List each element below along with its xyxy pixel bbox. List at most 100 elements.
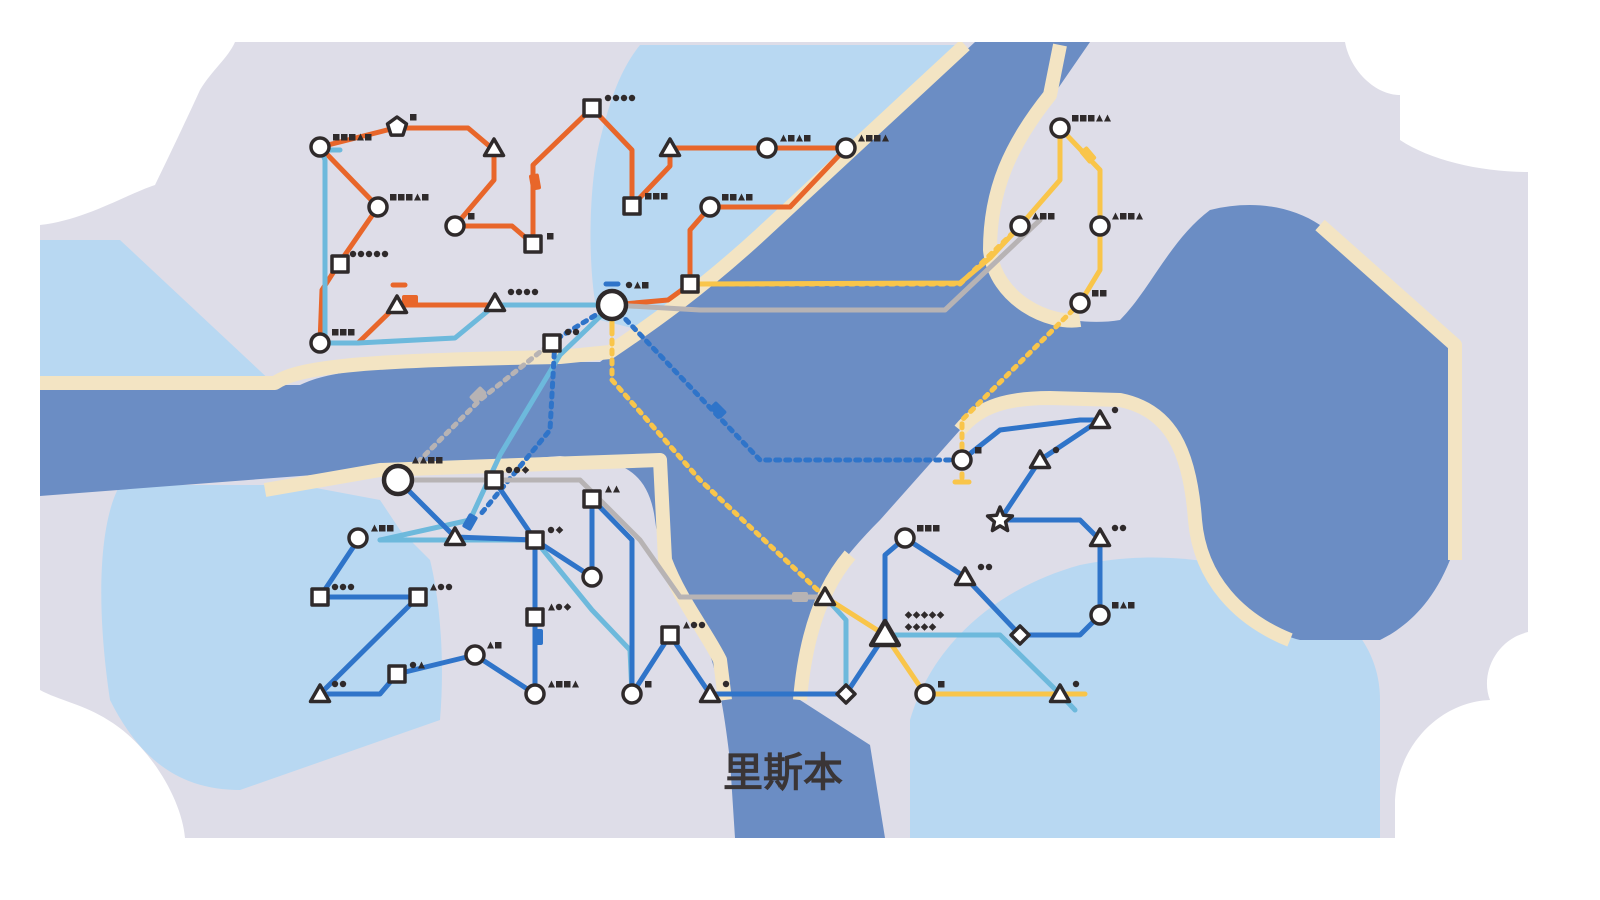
square-station[interactable] (525, 607, 545, 627)
triangle-station[interactable] (483, 292, 507, 313)
passenger-marker (1032, 212, 1039, 220)
blue-line-segment[interactable] (491, 417, 1103, 697)
circle-station[interactable] (1069, 292, 1091, 314)
passenger-marker (1112, 602, 1119, 609)
square-station[interactable] (660, 625, 680, 645)
stations[interactable] (308, 98, 1112, 705)
circle-station[interactable] (444, 215, 466, 237)
passenger-marker (1104, 114, 1111, 122)
square-station[interactable] (582, 98, 602, 118)
circle-station[interactable] (1089, 604, 1111, 626)
circle-station[interactable] (381, 463, 415, 497)
passenger-marker (698, 621, 706, 629)
passenger-marker (1128, 213, 1135, 220)
passenger-marker (904, 623, 913, 631)
passenger-marker (357, 250, 365, 258)
circle-station[interactable] (699, 196, 721, 218)
passenger-marker (796, 134, 803, 142)
triangle-station[interactable] (953, 566, 977, 587)
circle-station[interactable] (1089, 215, 1111, 237)
circle-station[interactable] (835, 137, 857, 159)
circle-station[interactable] (914, 683, 936, 705)
blue-line-segment[interactable] (317, 537, 538, 697)
passenger-marker (523, 288, 531, 296)
passenger-marker (858, 134, 865, 142)
circle-station[interactable] (309, 332, 331, 354)
passenger-marker (373, 250, 381, 258)
square-station[interactable] (310, 587, 330, 607)
train[interactable] (462, 513, 479, 532)
pentagon-station[interactable] (385, 115, 409, 137)
triangle-station[interactable] (658, 137, 682, 158)
circle-station[interactable] (524, 683, 546, 705)
circle-station[interactable] (1049, 117, 1071, 139)
diamond-station[interactable] (835, 683, 857, 705)
train[interactable] (469, 386, 487, 404)
passenger-marker (642, 282, 649, 289)
passenger-marker (933, 525, 940, 532)
circle-station[interactable] (621, 683, 643, 705)
circle-station[interactable] (581, 566, 603, 588)
circle-station[interactable] (347, 527, 369, 549)
passenger-marker (1111, 406, 1119, 414)
triangle-station[interactable] (1088, 527, 1112, 548)
triangle-station[interactable] (1048, 683, 1072, 704)
circle-station[interactable] (756, 137, 778, 159)
passenger-marker (420, 456, 427, 464)
passenger-marker (1092, 290, 1099, 297)
square-station[interactable] (525, 530, 545, 550)
square-station[interactable] (408, 587, 428, 607)
triangle-station[interactable] (1088, 409, 1112, 430)
triangle-station[interactable] (308, 683, 332, 704)
diamond-station[interactable] (1009, 624, 1031, 646)
triangle-station[interactable] (813, 586, 837, 607)
triangle-station[interactable] (1028, 449, 1052, 470)
passenger-marker (738, 193, 745, 201)
square-station[interactable] (387, 664, 407, 684)
circle-station[interactable] (367, 196, 389, 218)
gray-line-segment[interactable] (609, 217, 1043, 313)
square-station[interactable] (680, 274, 700, 294)
circle-station[interactable] (595, 288, 629, 322)
square-station[interactable] (330, 254, 350, 274)
yellow-line-segment[interactable] (697, 223, 1023, 287)
passenger-marker (414, 193, 421, 201)
orange-line-segment[interactable] (609, 145, 849, 308)
triangle-station[interactable] (698, 683, 722, 704)
square-station[interactable] (542, 333, 562, 353)
passenger-marker (513, 466, 521, 474)
passenger-marker (730, 194, 737, 201)
passenger-marker (1119, 524, 1127, 532)
triangle-station[interactable] (385, 294, 409, 315)
triangle-station[interactable] (443, 526, 467, 547)
circle-station[interactable] (464, 644, 486, 666)
train[interactable] (1079, 146, 1097, 165)
blue-line-segment[interactable] (609, 302, 965, 463)
passenger-marker (1136, 212, 1143, 220)
square-station[interactable] (582, 489, 602, 509)
train[interactable] (792, 592, 808, 602)
passenger-marker (977, 563, 985, 571)
blue-line-segment[interactable] (477, 302, 615, 518)
square-station[interactable] (484, 470, 504, 490)
triangle-station[interactable] (482, 137, 506, 158)
star-station[interactable] (985, 505, 1015, 533)
train[interactable] (529, 173, 542, 191)
passenger-marker (722, 680, 730, 688)
square-station[interactable] (523, 234, 543, 254)
square-station[interactable] (622, 196, 642, 216)
circle-station[interactable] (309, 136, 331, 158)
train[interactable] (709, 401, 727, 419)
passenger-marker (1088, 115, 1095, 122)
light-blue-line-segment[interactable] (355, 302, 615, 543)
passenger-marker (422, 194, 429, 201)
circle-station[interactable] (1009, 215, 1031, 237)
circle-station[interactable] (894, 527, 916, 549)
yellow-line-segment[interactable] (609, 327, 828, 600)
passenger-marker (572, 680, 579, 688)
circle-station[interactable] (951, 449, 973, 471)
train[interactable] (402, 295, 418, 305)
train[interactable] (533, 629, 543, 645)
triangle-station[interactable] (868, 618, 902, 648)
